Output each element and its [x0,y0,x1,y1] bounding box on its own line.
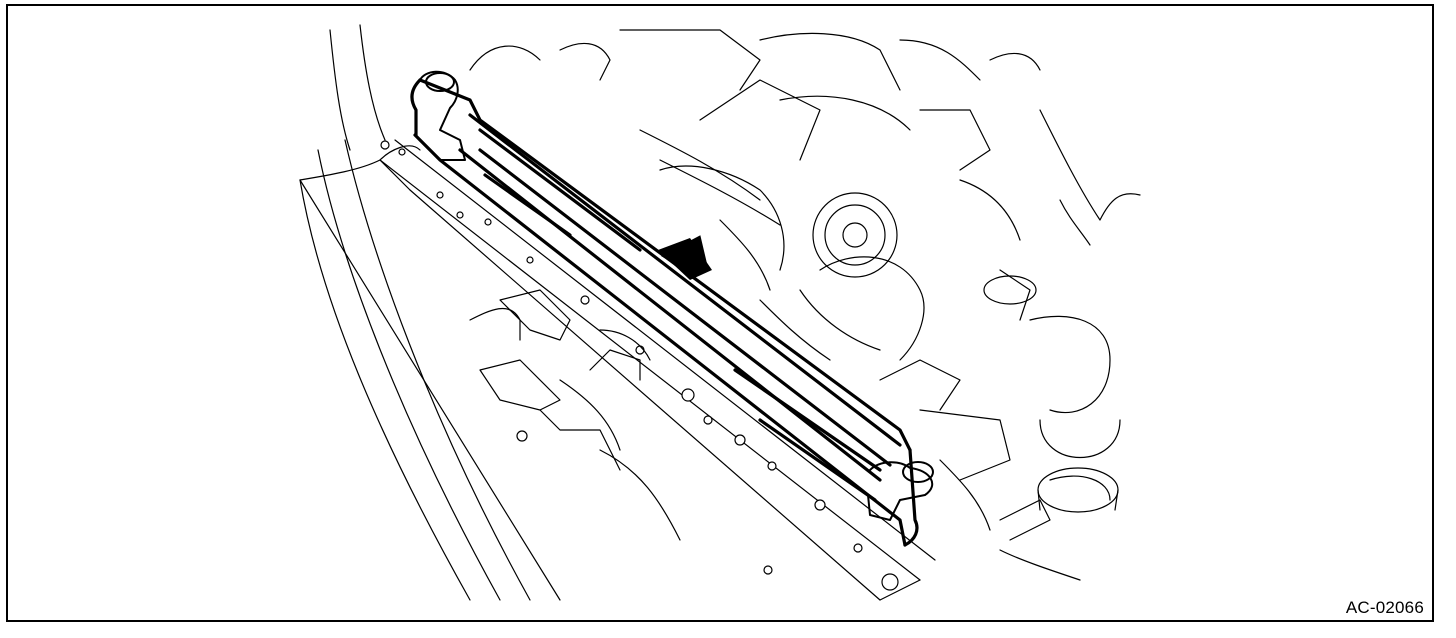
hood-latch-assembly [469,289,681,541]
reservoir-caps [983,275,1119,513]
direction-arrow-icon [658,235,712,280]
radiator [410,78,919,547]
figure-frame [6,4,1434,622]
pulley [812,192,898,278]
radiator-upper-tank [419,70,466,161]
radiator-panel [379,139,936,601]
front-bumper-outline [299,24,561,601]
panel-holes [380,140,899,591]
radiator-lower-tank [867,461,934,521]
figure-reference-code: AC-02066 [1345,598,1424,617]
engine-components [469,29,1141,581]
